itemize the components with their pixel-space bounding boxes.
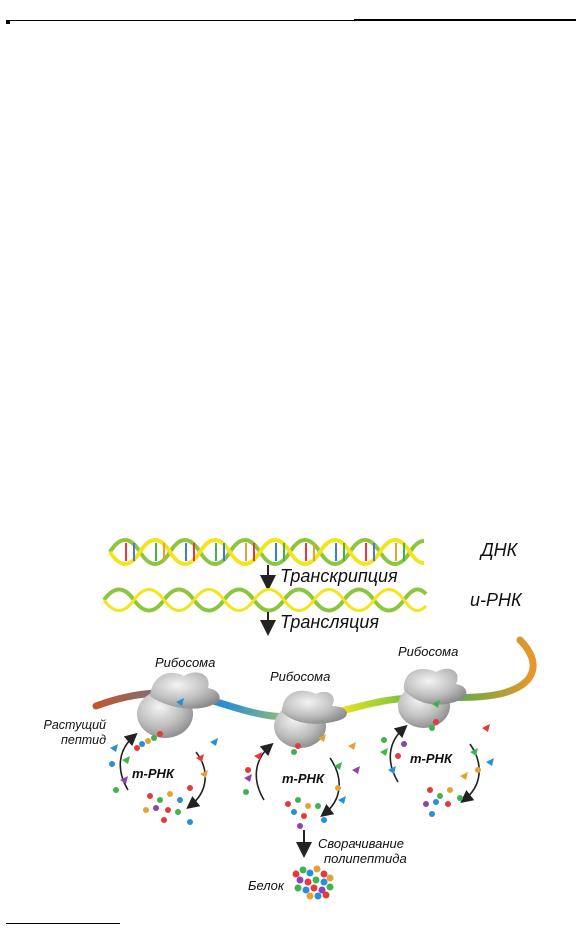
amino-acids <box>109 737 481 829</box>
label-folding: Сворачивание полипептида <box>318 836 407 866</box>
label-growing-peptide-line1: Растущий <box>43 718 106 732</box>
label-ribosome-2: Рибосома <box>270 669 331 684</box>
protein-ball <box>292 865 334 900</box>
label-protein: Белок <box>248 878 284 893</box>
label-trna-3: m-РНК <box>410 751 452 766</box>
dna-helix <box>108 538 425 566</box>
label-ribosome-3: Рибосома <box>398 644 459 659</box>
mrna-strand <box>102 587 428 613</box>
ribosome-3 <box>398 668 467 728</box>
header-mark <box>6 21 10 24</box>
label-dna: ДНК <box>481 540 518 560</box>
label-folding-line1: Сворачивание <box>318 836 405 851</box>
label-trna-2: m-РНК <box>282 771 324 786</box>
label-ribosome-1: Рибосома <box>155 655 216 670</box>
peptide-chain-3 <box>429 719 439 731</box>
label-trna-1: m-РНК <box>132 766 174 781</box>
peptide-chain-1 <box>134 731 163 751</box>
label-growing-peptide-line2: пептид <box>61 733 106 747</box>
ribosome-2 <box>274 690 347 748</box>
label-folding-line2: полипептида <box>324 851 407 866</box>
header-rule-left <box>6 20 354 21</box>
label-mrna: и-РНК <box>470 590 522 610</box>
trna-triangles <box>110 698 494 804</box>
ribosome-1 <box>137 672 220 738</box>
peptide-chain-2 <box>291 743 301 755</box>
label-growing-peptide: Растущий пептид <box>20 718 106 748</box>
footnote-rule <box>6 923 120 924</box>
label-transcription: Транскрипция <box>280 566 398 586</box>
header-rule-right <box>354 19 576 21</box>
label-translation: Трансляция <box>280 612 380 632</box>
trna-cycle-3 <box>389 724 480 803</box>
